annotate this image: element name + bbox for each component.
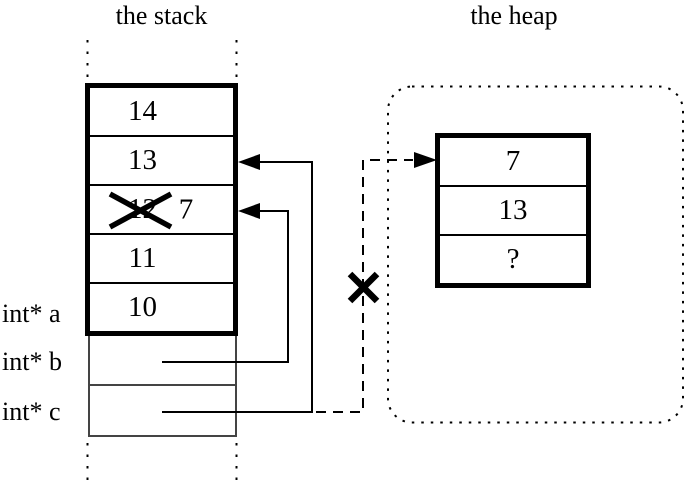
heap-cell-unknown: ? [440, 236, 586, 283]
stack-cell-10: 10 [90, 284, 233, 331]
heap-object-box: 7 13 ? [435, 133, 591, 288]
heap-cell-value: 13 [498, 194, 528, 226]
pointer-var-cells [88, 336, 237, 437]
heap-cell-value: 7 [505, 145, 521, 177]
stack-cell-value: 13 [128, 144, 157, 176]
stack-cell-14: 14 [90, 88, 233, 137]
stack-cell-value: 10 [128, 291, 157, 323]
stack-cell-13: 13 [90, 137, 233, 186]
pointer-cell-b [90, 336, 235, 386]
stack-cell-12-crossed: 12 7 [90, 186, 233, 235]
pointer-label-a: int* a [2, 299, 61, 328]
heap-cell-value: ? [506, 243, 520, 275]
heap-cell-13: 13 [440, 187, 586, 236]
stack-frame-box: 14 13 12 7 11 10 [85, 83, 238, 336]
stack-title: the stack [115, 1, 208, 30]
heap-title: the heap [470, 1, 558, 30]
arrowhead-heap-icon [414, 152, 437, 168]
arrowhead-c-icon [238, 154, 260, 170]
heap-cell-7: 7 [440, 138, 586, 187]
pointer-label-b: int* b [2, 347, 62, 376]
stack-cell-new-value: 7 [178, 193, 194, 225]
pointer-cell-c [90, 386, 235, 436]
stack-cell-value: 14 [128, 95, 157, 127]
arrowhead-b-icon [238, 203, 260, 219]
pointer-label-c: int* c [2, 397, 61, 426]
invalid-pointer-cross-icon [347, 271, 380, 304]
stack-cell-value: 11 [128, 242, 157, 274]
dangling-pointer-line [316, 152, 437, 413]
stack-cell-11: 11 [90, 235, 233, 284]
